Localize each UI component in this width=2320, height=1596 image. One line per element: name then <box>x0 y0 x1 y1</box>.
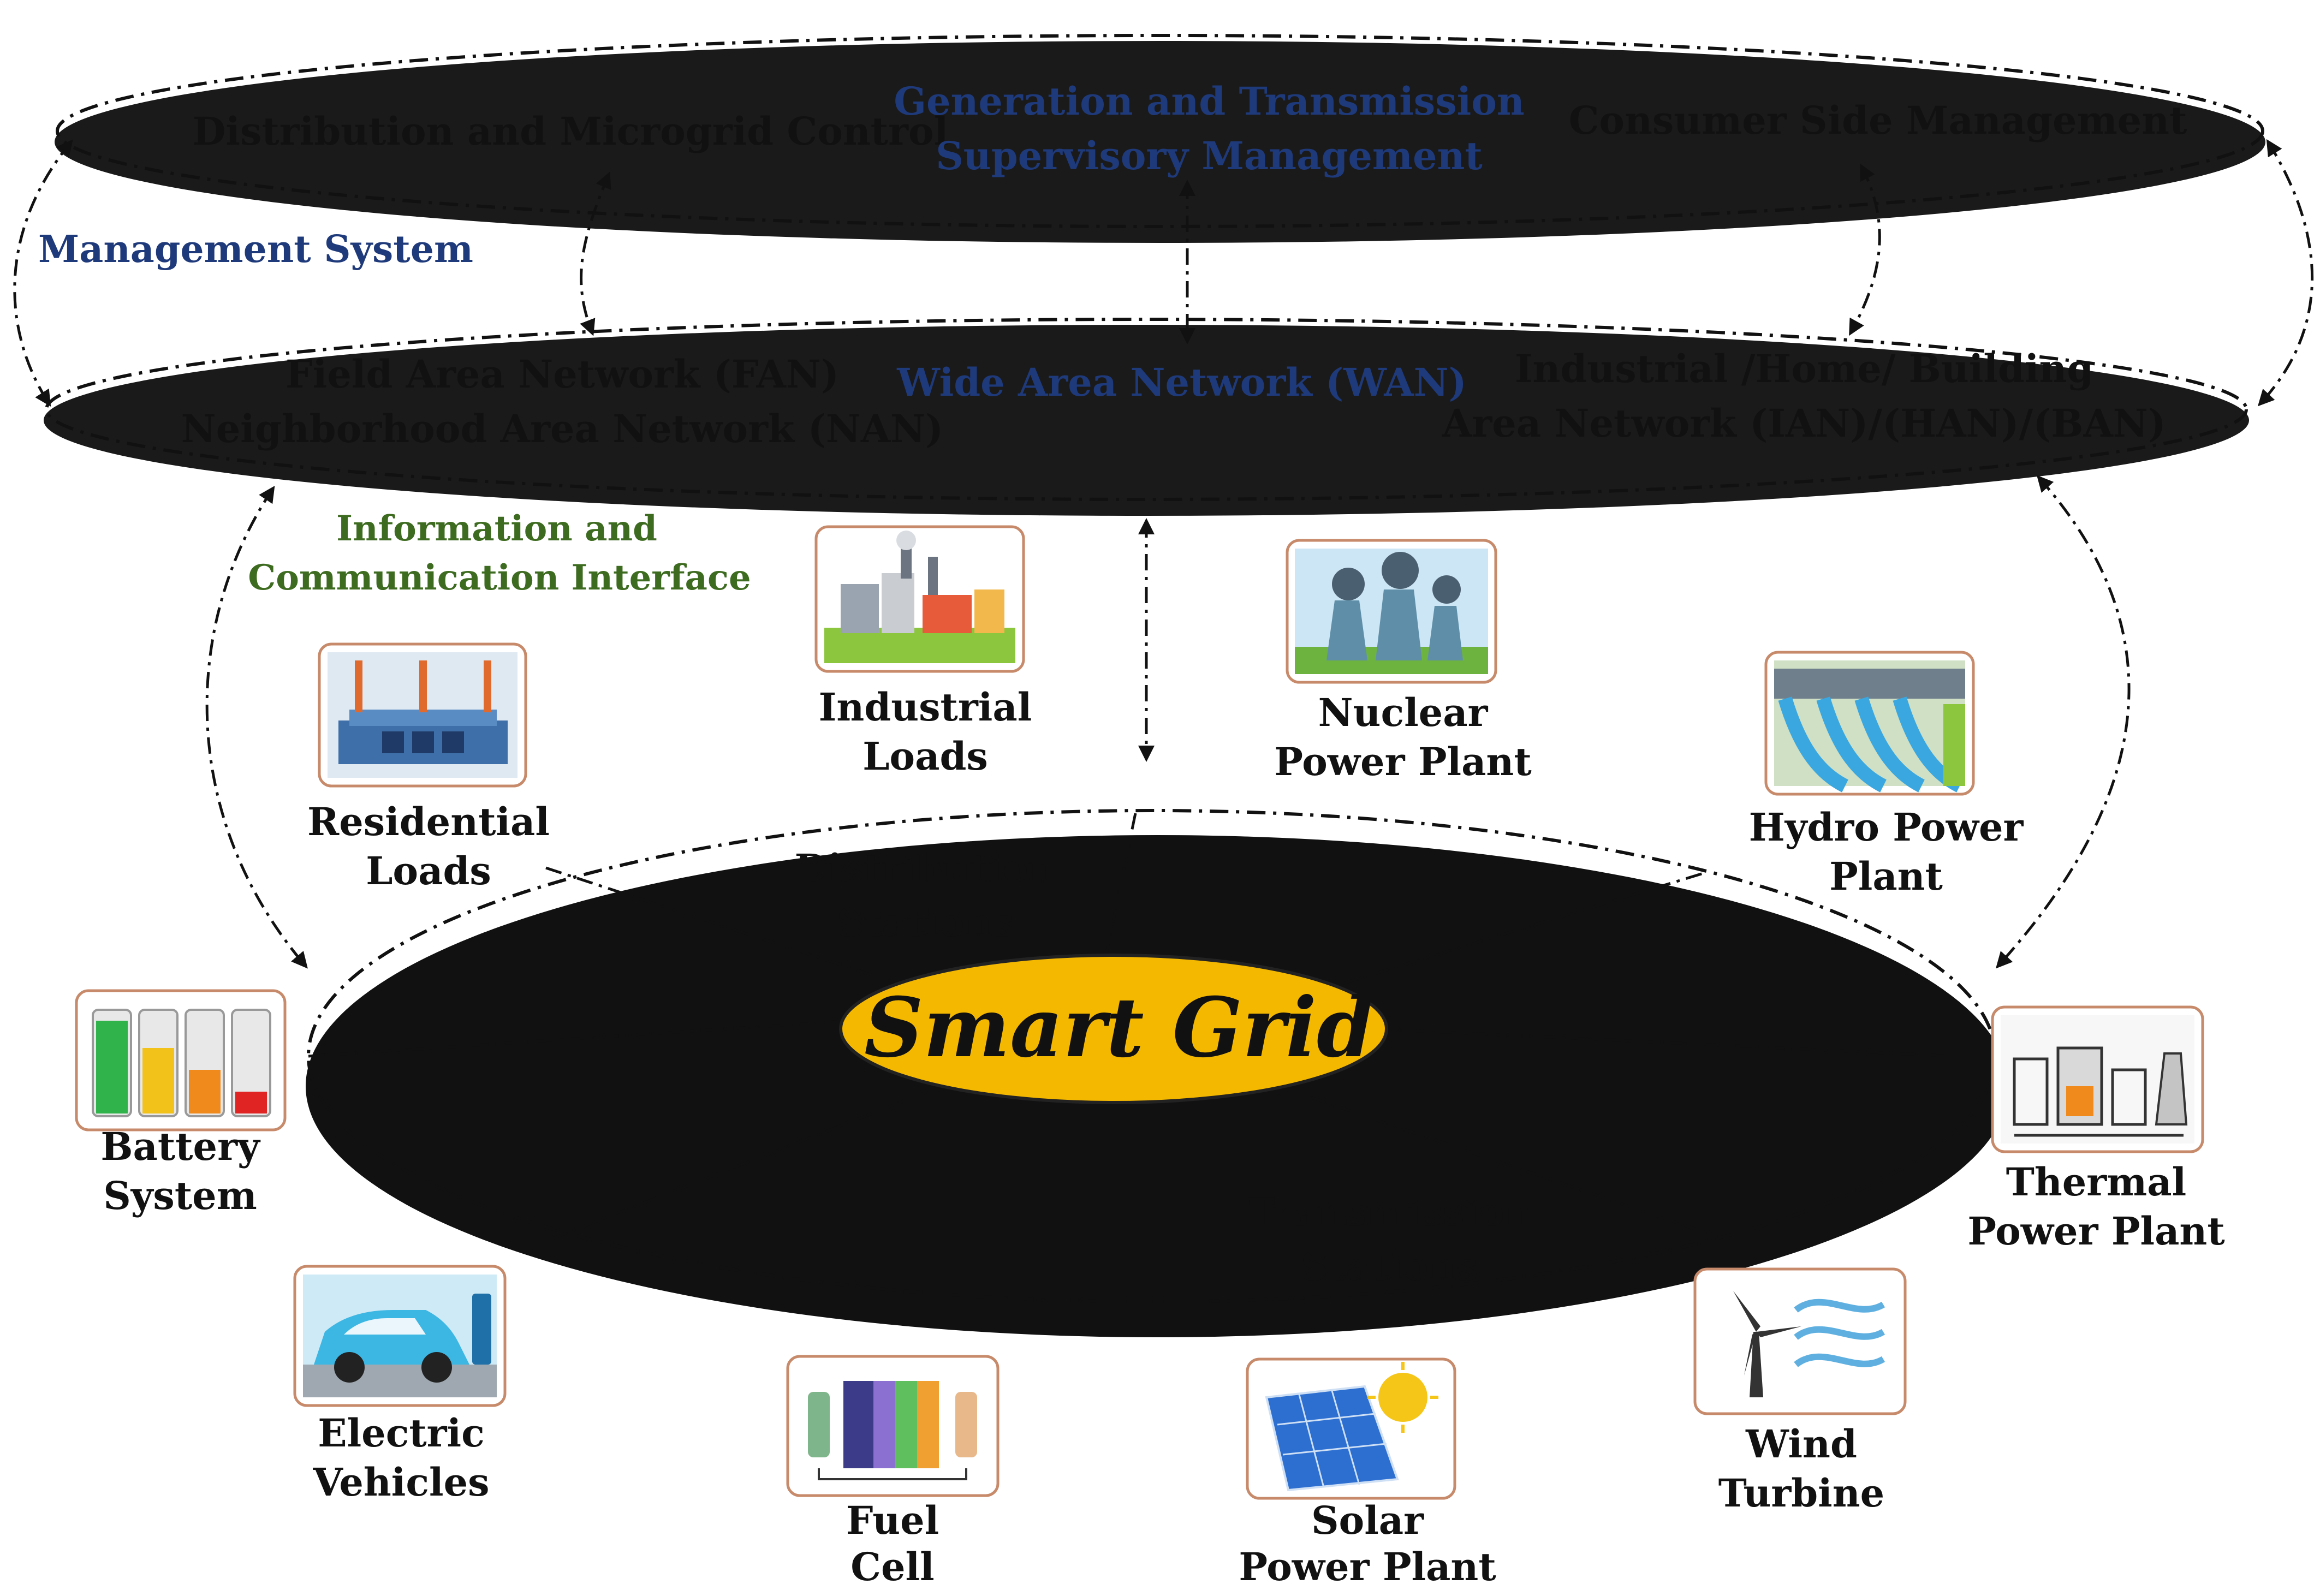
node-fuel-cell: Fuel Cell <box>786 1355 1000 1589</box>
connectors <box>13 139 2314 969</box>
svg-text:Power Plant: Power Plant <box>1239 1544 1496 1589</box>
battery-icon <box>92 1009 271 1117</box>
svg-text:Plant: Plant <box>1829 854 1943 899</box>
fuel-cell-icon <box>797 1365 988 1487</box>
electric-car-icon <box>303 1275 497 1397</box>
distribution-stations-label-2: Stations <box>837 900 1014 945</box>
svg-text:Industrial: Industrial <box>819 684 1032 730</box>
smart-grid-core <box>839 954 1388 1104</box>
generation-transmission-label-2: Supervisory Management <box>936 133 1483 178</box>
svg-text:Solar: Solar <box>1311 1498 1424 1543</box>
svg-text:Power Plant: Power Plant <box>1967 1208 2224 1254</box>
node-hydro-power-plant: Hydro Power Plant <box>1749 651 2024 899</box>
svg-text:Thermal: Thermal <box>2006 1159 2186 1205</box>
ict-label-2: Communication Interface <box>248 557 751 598</box>
factory-icon <box>824 531 1015 663</box>
solar-panel-icon <box>1256 1362 1447 1492</box>
nuclear-plant-icon <box>1295 549 1488 674</box>
smart-grid-label: Smart Grid <box>864 980 1374 1076</box>
svg-text:Vehicles: Vehicles <box>312 1460 489 1505</box>
ict-label-1: Information and <box>336 508 657 549</box>
svg-text:Residential: Residential <box>307 799 550 844</box>
node-solar-power-plant: Solar Power Plant <box>1239 1357 1496 1589</box>
ian-label-1: Industrial /Home/ Building <box>1515 346 2094 391</box>
svg-text:Wind: Wind <box>1745 1421 1857 1467</box>
svg-text:Cell: Cell <box>850 1544 934 1589</box>
thermal-plant-icon <box>2001 1015 2194 1144</box>
node-residential-loads: Residential Loads <box>307 642 550 894</box>
svg-text:Nuclear: Nuclear <box>1318 690 1489 735</box>
distribution-microgrid-label: Distribution and Microgrid Control <box>193 109 949 154</box>
connector-left-outer <box>13 139 73 407</box>
transmission-stations-label-2: Stations <box>1301 1244 1478 1289</box>
connector-left-grid <box>205 486 308 969</box>
node-electric-vehicles: Electric Vehicles <box>293 1265 507 1505</box>
node-industrial-loads: Industrial Loads <box>814 525 1032 779</box>
wan-label: Wide Area Network (WAN) <box>896 360 1467 405</box>
grid-layer: Distribution Stations Transmission Stati… <box>306 809 2009 1337</box>
generation-transmission-label-1: Generation and Transmission <box>894 79 1525 124</box>
svg-text:Battery: Battery <box>100 1124 261 1169</box>
distribution-stations-label-1: Distribution <box>795 845 1056 891</box>
connector-right-grid <box>1995 475 2131 969</box>
wind-turbine-icon <box>1703 1277 1897 1406</box>
fan-label-1: Field Area Network (FAN) <box>285 352 839 397</box>
network-ellipse <box>45 318 2248 501</box>
svg-text:Hydro Power: Hydro Power <box>1749 805 2024 850</box>
management-layer: Distribution and Microgrid Control Gener… <box>55 34 2265 243</box>
connector-consumer-ian <box>1849 163 1881 336</box>
ian-label-2: Area Network (IAN)/(HAN)/(BAN) <box>1442 401 2166 446</box>
management-ellipse <box>56 34 2264 228</box>
svg-text:Power Plant: Power Plant <box>1274 739 1531 784</box>
connector-distribution-fan <box>580 171 611 336</box>
svg-text:Electric: Electric <box>318 1410 485 1456</box>
grid-spokes <box>308 813 1955 1310</box>
fan-label-2: Neighborhood Area Network (NAN) <box>181 406 944 451</box>
svg-text:Turbine: Turbine <box>1718 1470 1884 1516</box>
node-wind-turbine: Wind Turbine <box>1693 1267 1907 1516</box>
svg-text:Loads: Loads <box>366 848 491 894</box>
connector-right-outer <box>2257 139 2314 407</box>
substation-icon <box>328 652 517 778</box>
svg-text:System: System <box>103 1173 257 1218</box>
node-battery-system: Battery System <box>75 989 287 1218</box>
management-system-label: Management System <box>38 228 473 271</box>
node-nuclear-power-plant: Nuclear Power Plant <box>1274 539 1532 784</box>
hydro-dam-icon <box>1774 660 1965 793</box>
network-layer: Field Area Network (FAN) Neighborhood Ar… <box>44 318 2249 516</box>
svg-text:Loads: Loads <box>862 734 988 779</box>
consumer-side-label: Consumer Side Management <box>1569 98 2187 143</box>
transmission-stations-label-1: Transmission <box>1246 1189 1532 1235</box>
svg-text:Fuel: Fuel <box>846 1498 939 1543</box>
node-thermal-power-plant: Thermal Power Plant <box>1967 1005 2225 1254</box>
